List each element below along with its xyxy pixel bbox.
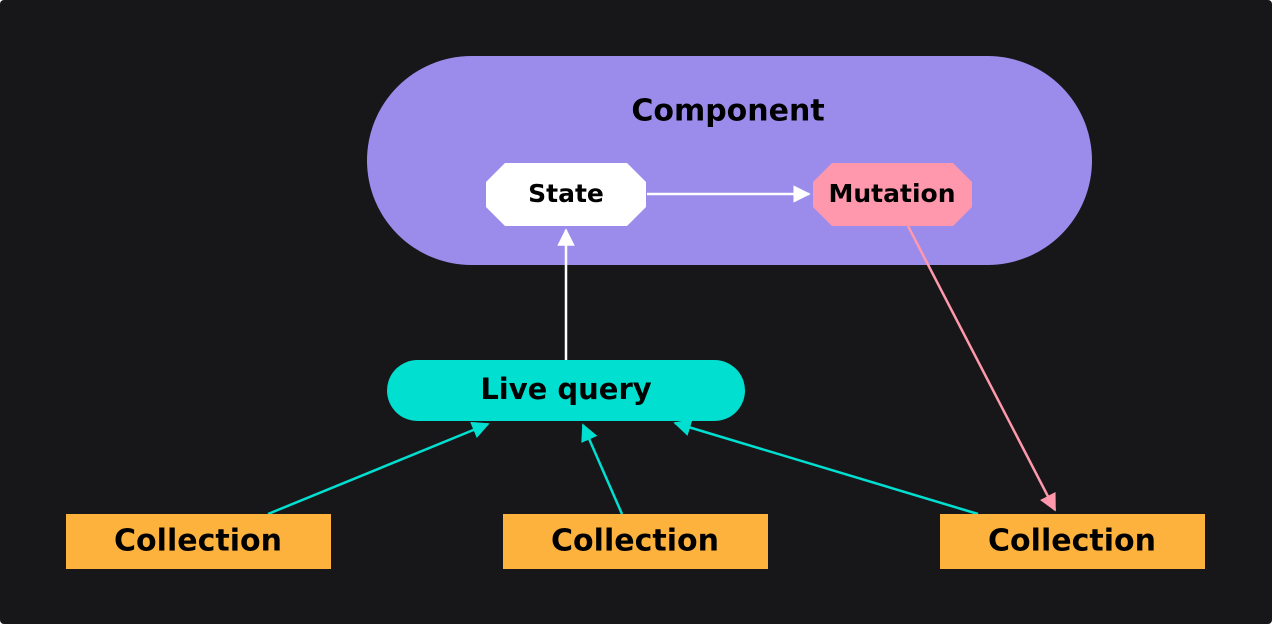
mutation-shape: [813, 163, 972, 226]
live-query-node: Live query: [387, 360, 745, 421]
collection-label: Collection: [114, 524, 282, 559]
live-query-label: Live query: [480, 372, 651, 406]
mutation-label: Mutation: [829, 179, 956, 208]
edge-mutation-to-collection-3: [906, 225, 1057, 512]
collection-shape: [66, 514, 331, 569]
collection-label: Collection: [988, 524, 1156, 559]
component-shape: [367, 56, 1092, 265]
mutation-node: Mutation: [813, 163, 972, 226]
state-label: State: [528, 179, 604, 208]
live-query-shape: [387, 360, 745, 421]
collection-node-3: Collection: [940, 514, 1205, 569]
edge-collection-2-to-live-query: [581, 423, 624, 515]
component-node: Component: [367, 56, 1092, 265]
state-node: State: [486, 163, 646, 226]
collection-shape: [940, 514, 1205, 569]
collection-label: Collection: [551, 524, 719, 559]
edge-collection-1-to-live-query: [267, 421, 490, 516]
collection-node-2: Collection: [503, 514, 768, 569]
edge-collection-3-to-live-query: [673, 419, 979, 516]
component-label: Component: [631, 94, 824, 129]
state-shape: [486, 163, 646, 226]
collection-node-1: Collection: [66, 514, 331, 569]
collection-shape: [503, 514, 768, 569]
